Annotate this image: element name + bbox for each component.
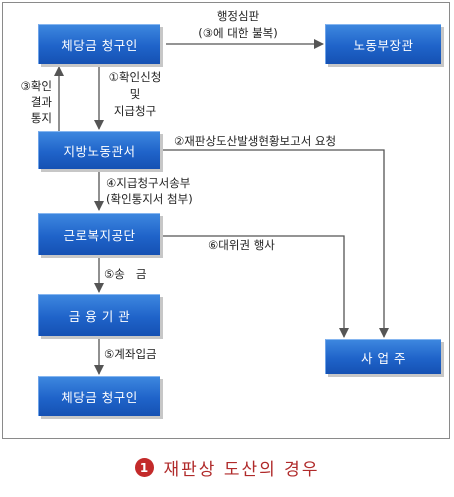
label-bankruptcy-report: ②재판상도산발생현황보고서 요청 [174,134,337,148]
box-claimant-top: 체당금 청구인 [38,24,160,64]
box-regional-office: 지방노동관서 [38,131,160,169]
box-welfare-corp: 근로복지공단 [38,213,160,255]
label-send-claim-line1: ④지급청구서송부 [106,176,191,190]
label-confirm-request-line1: ①확인신청 [108,70,162,84]
label-confirm-notice: ③확인 결과 통지 [4,79,52,125]
label-appeal-line2: (③에 대한 불복) [198,26,278,40]
label-confirm-request: ①확인신청 및 지급청구 [104,70,166,118]
label-confirm-request-line2: 및 [129,87,141,101]
box-claimant-bottom: 체당금 청구인 [38,376,160,416]
label-send-claim: ④지급청구서송부 (확인통지서 첨부) [106,176,193,206]
label-confirm-notice-line3: 통지 [30,111,52,125]
label-subrogation: ⑥대위권 행사 [208,238,275,252]
label-send-claim-line2: (확인통지서 첨부) [106,192,193,206]
label-confirm-notice-line1: ③확인 [20,79,52,93]
label-confirm-request-line3: 지급청구 [113,104,157,118]
label-appeal: 행정심판 (③에 대한 불복) [178,9,298,40]
label-appeal-line1: 행정심판 [216,9,260,23]
box-bank: 금 융 기 관 [38,294,160,336]
box-employer: 사 업 주 [325,339,441,374]
arrow-office-to-employer [163,149,389,338]
box-labor-minister: 노동부장관 [325,24,441,64]
arrow-corp-to-employer [163,235,349,338]
figure-caption: 1 재판상 도산의 경우 [0,455,454,480]
caption-title: 재판상 도산의 경우 [163,460,320,480]
label-remit: ⑤송 금 [104,267,147,281]
label-deposit: ⑤계좌입금 [104,347,157,361]
caption-number-badge: 1 [134,458,154,477]
label-confirm-notice-line2: 결과 [30,95,52,109]
